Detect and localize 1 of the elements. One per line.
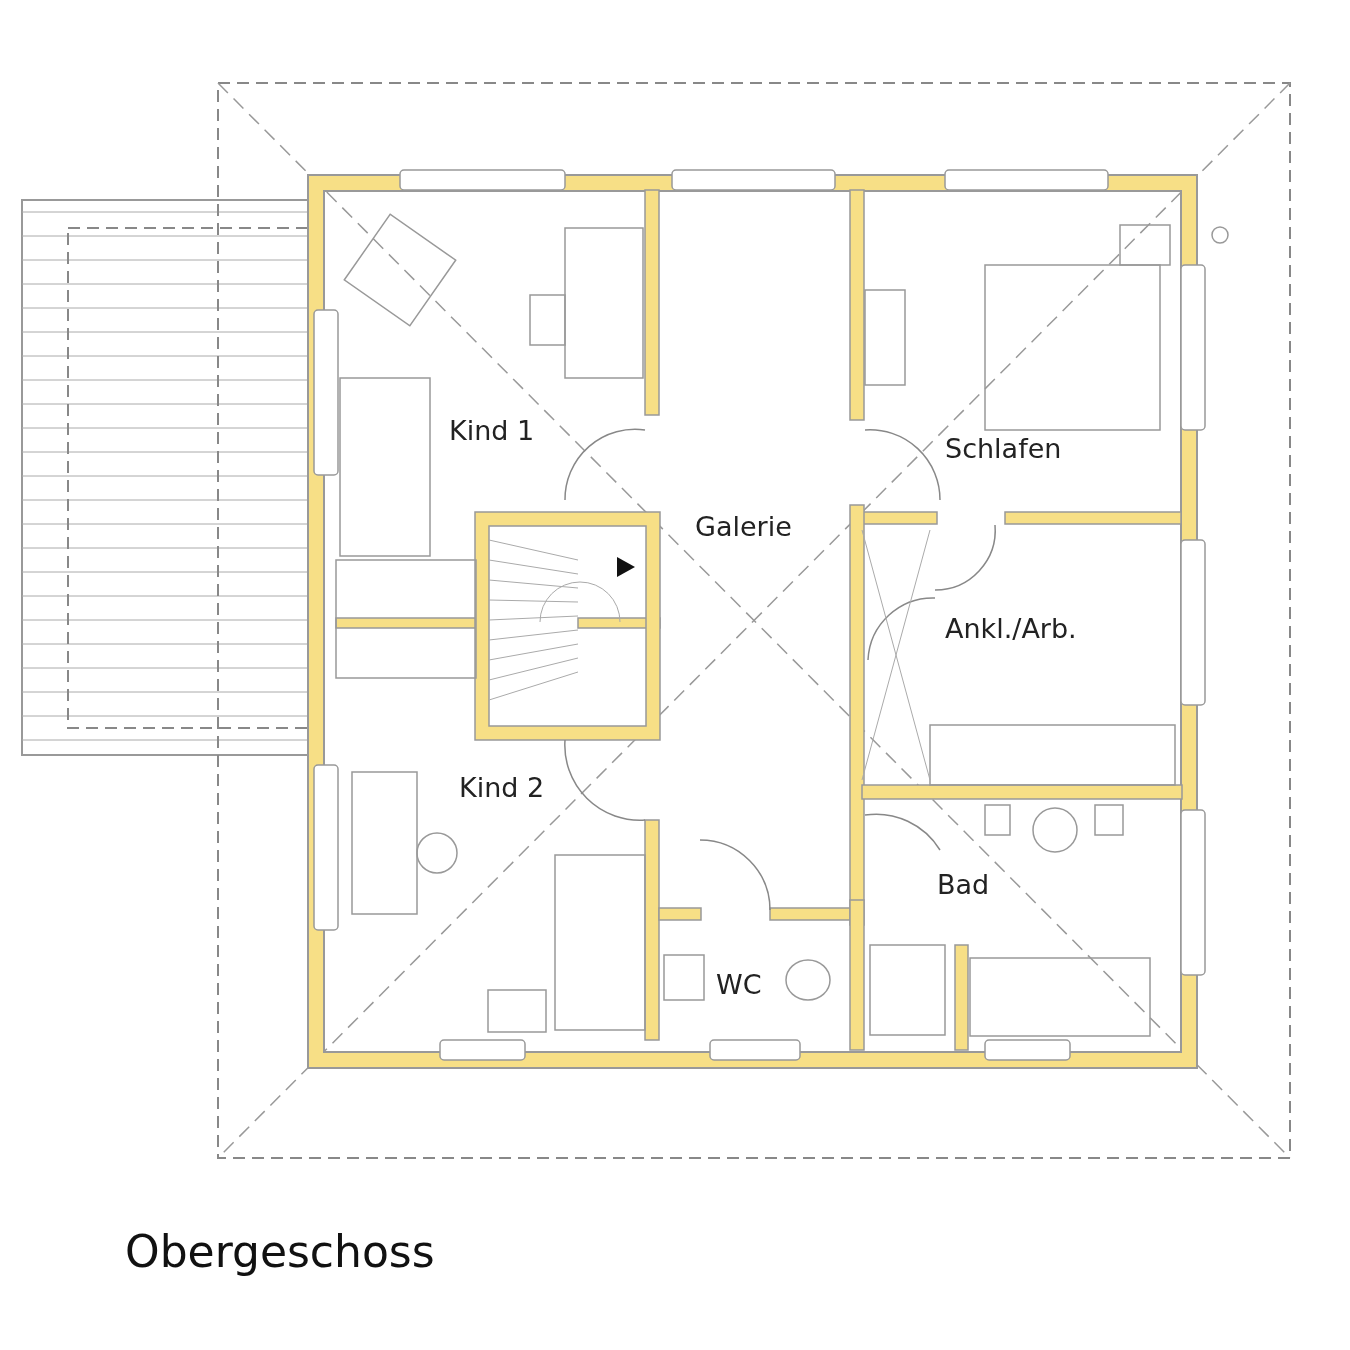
plan-title: Obergeschoss <box>125 1228 435 1277</box>
